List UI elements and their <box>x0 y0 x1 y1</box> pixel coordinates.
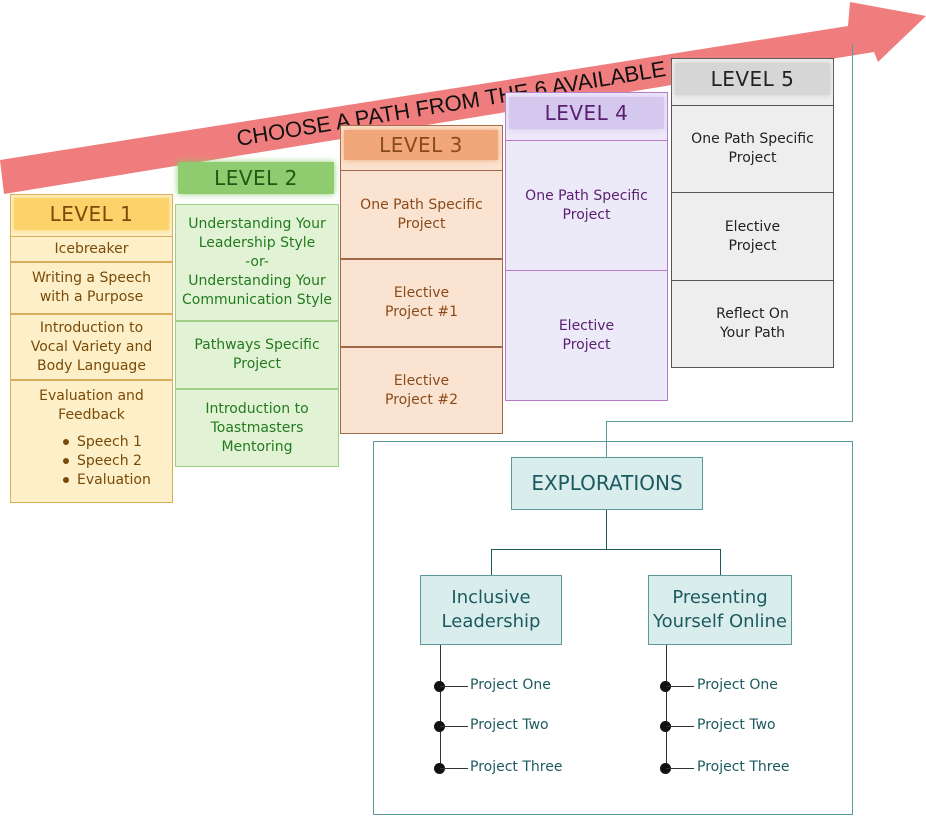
level3-item-label: Elective Project #2 <box>385 372 458 408</box>
project-label: Project Two <box>470 717 549 733</box>
level1-item-vocal-variety: Introduction to Vocal Variety and Body L… <box>10 314 173 380</box>
level1-item-speech-purpose: Writing a Speech with a Purpose <box>10 262 173 314</box>
project-tick <box>666 686 694 687</box>
level1-item-label: Icebreaker <box>54 240 129 257</box>
level1-bullet: Speech 1 <box>63 433 172 452</box>
level1-bullet-list: Speech 1 Speech 2 Evaluation <box>59 433 172 490</box>
level4-item-label: One Path Specific Project <box>525 187 648 223</box>
project-tick <box>666 768 694 769</box>
project-tick <box>440 726 468 727</box>
level1-item-icebreaker: Icebreaker <box>10 236 173 262</box>
project-tick <box>666 726 694 727</box>
explorations-branch-line <box>491 549 721 550</box>
level2-item-leadership-style: Understanding Your Leadership Style -or-… <box>175 204 339 321</box>
level5-connector-horizontal <box>606 421 853 422</box>
branch-inclusive-leadership: Inclusive Leadership <box>420 575 562 645</box>
project-label: Project Two <box>697 717 776 733</box>
level4-item-label: Elective Project <box>558 317 615 353</box>
right-projects-line <box>666 645 667 769</box>
level1-title: LEVEL 1 <box>49 202 134 226</box>
project-dot <box>434 763 445 774</box>
level4-item-path-specific: One Path Specific Project <box>505 140 668 271</box>
branch-left-connector <box>491 549 492 575</box>
level1-bullet: Speech 2 <box>63 452 172 471</box>
project-dot <box>660 763 671 774</box>
level5-item-label: Reflect On Your Path <box>716 306 789 341</box>
left-projects-line <box>440 645 441 769</box>
level3-header: LEVEL 3 <box>344 130 498 160</box>
level2-item-label: Understanding Your Leadership Style -or-… <box>182 216 332 308</box>
level5-item-elective: Elective Project <box>671 192 834 281</box>
project-label: Project Three <box>697 759 790 775</box>
level1-header: LEVEL 1 <box>14 198 169 230</box>
level3-item-path-specific: One Path Specific Project <box>340 170 503 259</box>
project-dot <box>660 681 671 692</box>
project-tick <box>440 686 468 687</box>
level2-title: LEVEL 2 <box>214 166 298 190</box>
level4-header: LEVEL 4 <box>509 97 664 129</box>
explorations-title: EXPLORATIONS <box>531 471 683 495</box>
explorations-box: EXPLORATIONS <box>511 457 703 510</box>
level1-item-label: Introduction to Vocal Variety and Body L… <box>30 319 153 374</box>
branch-right-connector <box>720 549 721 575</box>
level1-item-label: Evaluation and Feedback <box>39 388 144 423</box>
level4-title: LEVEL 4 <box>544 101 629 125</box>
level2-item-label: Pathways Specific Project <box>194 337 320 372</box>
level1-bullet: Evaluation <box>63 471 172 490</box>
project-label: Project Three <box>470 759 563 775</box>
branch-title: Inclusive Leadership <box>441 587 541 632</box>
level5-connector-drop <box>606 421 607 457</box>
path-arrow-shape <box>0 2 926 194</box>
level2-item-mentoring: Introduction to Toastmasters Mentoring <box>175 389 339 467</box>
explorations-frame <box>373 441 853 815</box>
level5-item-label: One Path Specific Project <box>691 131 814 166</box>
level5-item-label: Elective Project <box>724 218 781 254</box>
branch-presenting-online: Presenting Yourself Online <box>648 575 792 645</box>
level2-item-pathways-project: Pathways Specific Project <box>175 321 339 389</box>
project-dot <box>434 681 445 692</box>
branch-title: Presenting Yourself Online <box>653 587 787 632</box>
level5-title: LEVEL 5 <box>710 67 795 91</box>
level3-item-elective-2: Elective Project #2 <box>340 347 503 434</box>
level3-item-label: One Path Specific Project <box>360 196 483 232</box>
level1-item-evaluation: Evaluation and Feedback Speech 1 Speech … <box>10 380 173 503</box>
level5-header: LEVEL 5 <box>675 63 830 95</box>
level5-item-reflect: Reflect On Your Path <box>671 280 834 368</box>
project-label: Project One <box>697 677 778 693</box>
level2-header: LEVEL 2 <box>178 162 334 194</box>
level1-item-label: Writing a Speech with a Purpose <box>31 270 152 305</box>
explorations-connector <box>606 510 607 550</box>
level5-item-path-specific: One Path Specific Project <box>671 105 834 193</box>
level3-title: LEVEL 3 <box>379 133 463 157</box>
level4-item-elective: Elective Project <box>505 270 668 401</box>
project-label: Project One <box>470 677 551 693</box>
project-tick <box>440 768 468 769</box>
project-dot <box>434 721 445 732</box>
level3-item-label: Elective Project #1 <box>385 285 458 320</box>
level5-connector-vertical <box>852 44 853 422</box>
level3-item-elective-1: Elective Project #1 <box>340 259 503 347</box>
level2-item-label: Introduction to Toastmasters Mentoring <box>205 400 309 455</box>
project-dot <box>660 721 671 732</box>
